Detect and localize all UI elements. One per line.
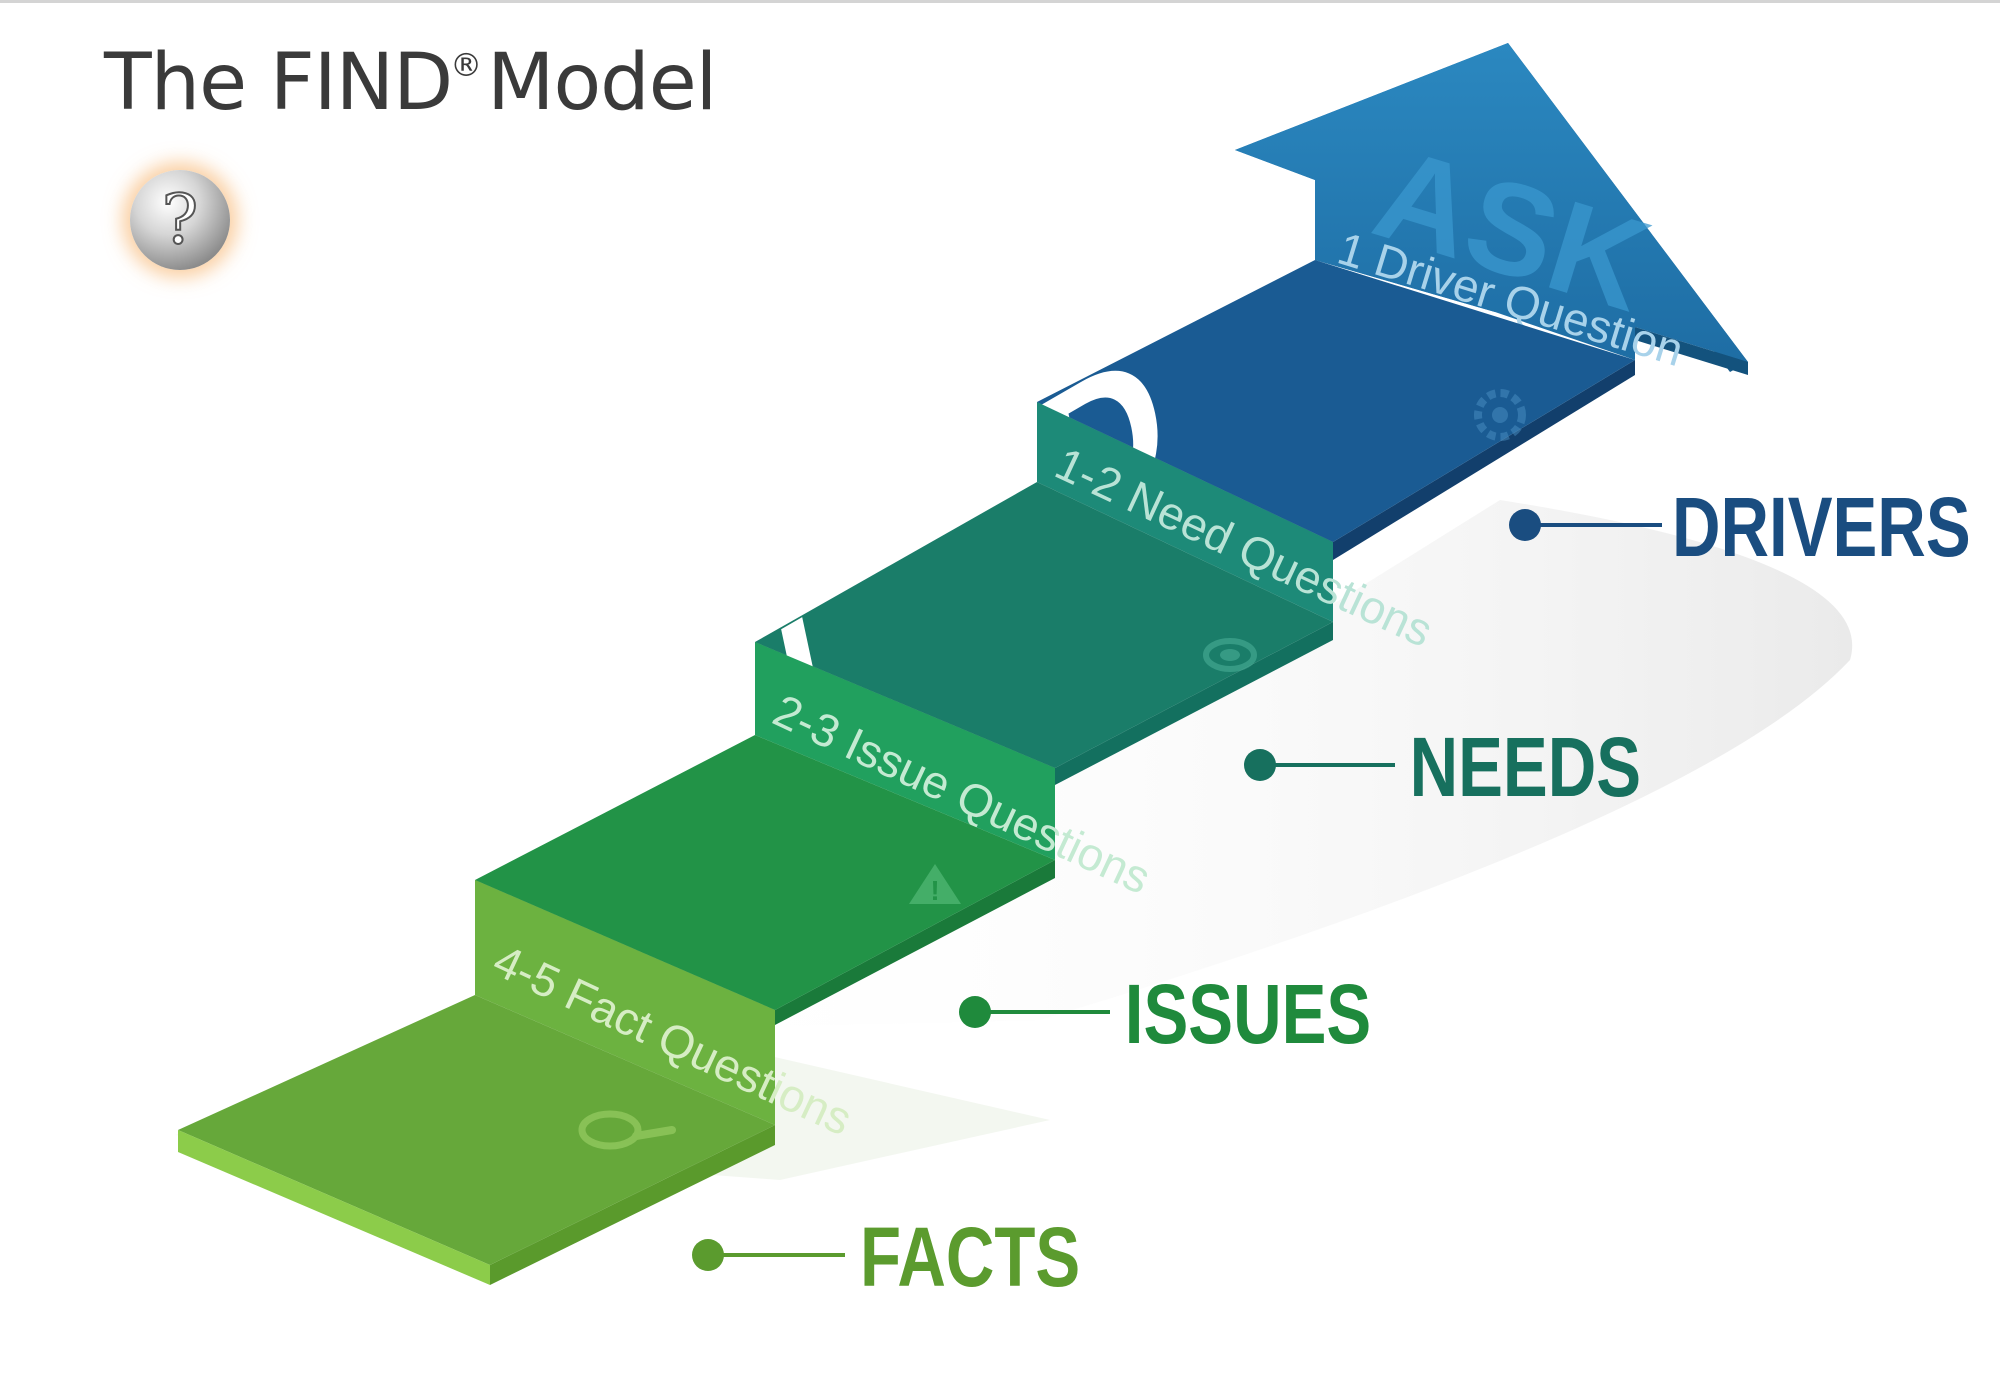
label-needs: NEEDS (1410, 721, 1641, 815)
step-f-front (178, 1130, 490, 1285)
arrow-head (1235, 43, 1748, 362)
svg-text:!: ! (930, 875, 939, 906)
step-d-side (1333, 360, 1635, 560)
callout-drivers: DRIVERS (1509, 481, 1971, 575)
title-suffix: Model (487, 38, 717, 128)
callout-facts: FACTS (692, 1211, 1080, 1305)
magnifier-icon (578, 1110, 676, 1150)
label-drivers: DRIVERS (1672, 481, 1971, 575)
title-text: The FIND (104, 38, 453, 128)
label-facts: FACTS (860, 1211, 1080, 1305)
label-issues: ISSUES (1125, 968, 1371, 1062)
step-i-top (475, 735, 1055, 1010)
callout-needs: NEEDS (1244, 721, 1641, 815)
step-n-top (755, 482, 1333, 768)
question-mark-icon: ? (161, 180, 199, 261)
step-d-top (1037, 260, 1635, 542)
top-rule (0, 0, 2000, 3)
step-i-side (775, 860, 1055, 1025)
step-n-side (1055, 622, 1333, 785)
step-f-side (490, 1125, 775, 1285)
callout-issues: ISSUES (959, 968, 1371, 1062)
gear-icon (1474, 389, 1526, 441)
letter-f: F (11, 1156, 158, 1389)
page-title: The FIND®Model (104, 38, 717, 128)
help-button[interactable]: ? (130, 170, 230, 270)
step-n-riser (1037, 402, 1333, 622)
step-f-top (178, 995, 775, 1265)
registered-mark: ® (450, 46, 482, 84)
step-f-riser (475, 880, 775, 1125)
step-i-riser (755, 642, 1055, 860)
warning-icon: ! (909, 864, 961, 906)
arrow-right-edge (1635, 327, 1748, 375)
spiral-icon (1203, 638, 1257, 672)
